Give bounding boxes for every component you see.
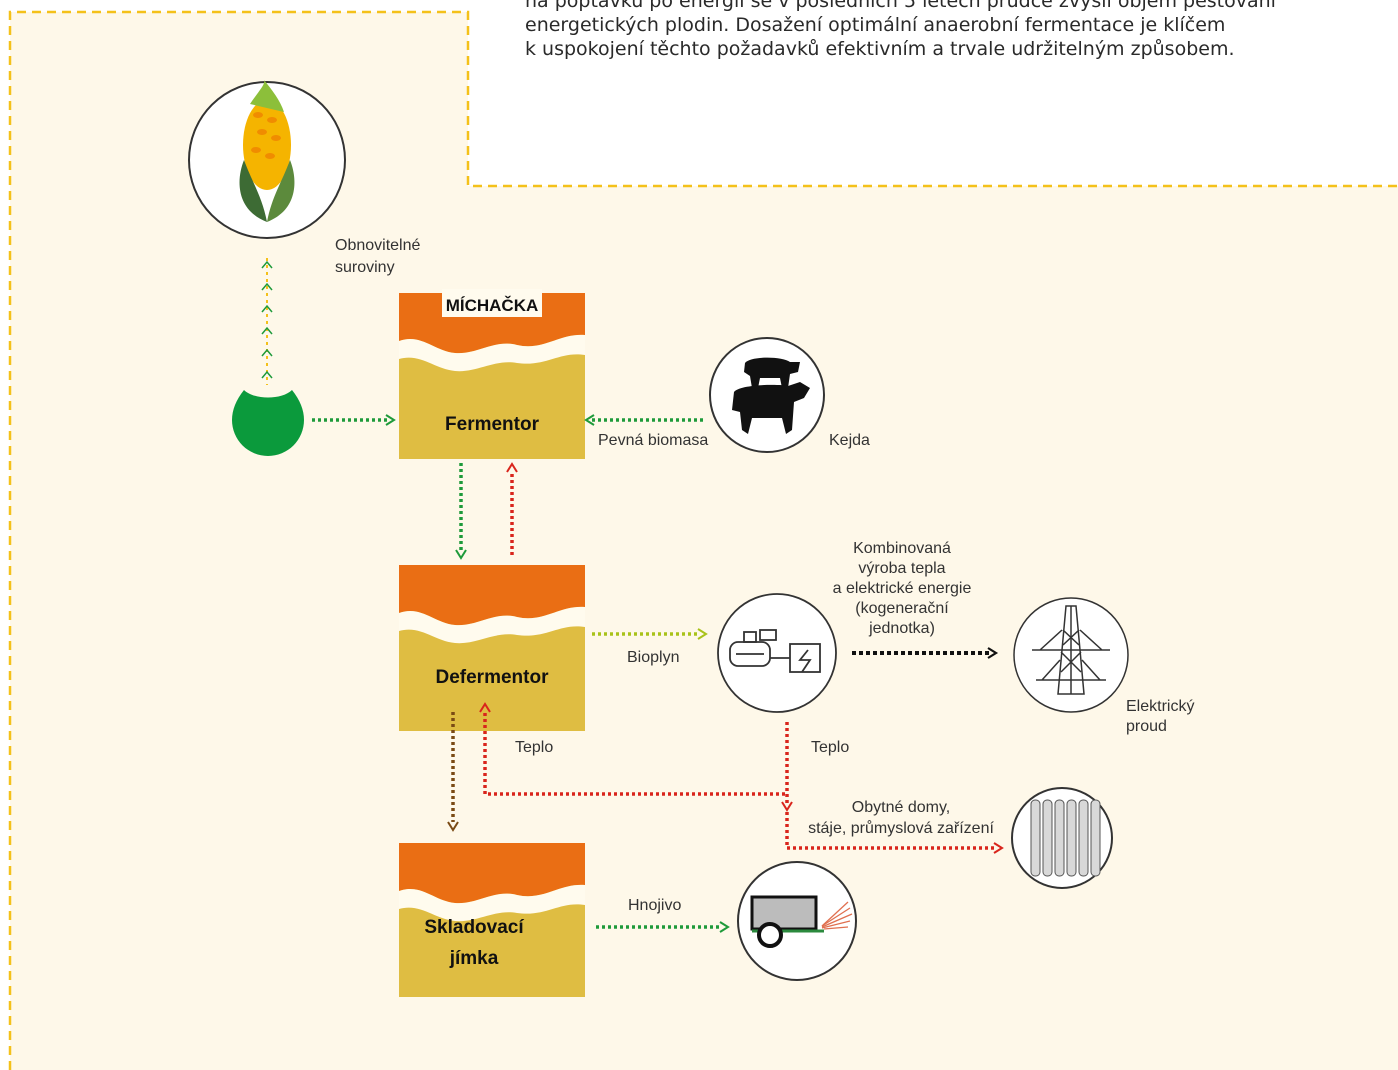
buildings-line-2: stáje, průmyslová zařízení <box>808 819 994 837</box>
fertilizer-label: Hnojivo <box>628 897 681 914</box>
fermentor-to-defermentor-arrow <box>455 463 467 560</box>
storage-tank: Skladovací jímka <box>399 843 585 997</box>
chp-line-5: jednotka) <box>868 620 935 637</box>
chp-heat-arrow <box>781 722 793 812</box>
electricity-label: Elektrický proud <box>1126 698 1194 735</box>
heat-right-label: Teplo <box>811 739 849 756</box>
solid-biomass-label: Pevná biomasa <box>598 432 708 449</box>
silo-to-fermentor-arrow <box>312 414 396 426</box>
renewable-label: Obnovitelné suroviny <box>335 237 420 276</box>
manure-spreader-icon <box>737 861 857 981</box>
chp-label: Kombinovaná výroba tepla a elektrické en… <box>833 540 972 637</box>
intro-line-2: energetických plodin. Dosažení optimální… <box>525 14 1226 36</box>
dashed-border <box>8 10 1398 1070</box>
biogas-label: Bioplyn <box>627 649 679 666</box>
chp-line-1: Kombinovaná <box>853 540 951 557</box>
defermentor-tank: Defermentor <box>399 565 585 731</box>
intro-line-3: k uspokojení těchto požadavků efektivním… <box>525 38 1235 60</box>
heat-left-label: Teplo <box>515 739 553 756</box>
buildings-heat-arrow <box>785 812 1004 854</box>
biogas-arrow <box>592 628 708 640</box>
corn-icon <box>188 80 346 239</box>
defermentor-to-storage-arrow <box>447 712 459 832</box>
power-pylon-icon <box>1013 597 1129 713</box>
fermentor-tank: MÍCHAČKA Fermentor <box>399 289 585 459</box>
renewable-line-1: Obnovitelné <box>335 237 420 254</box>
buildings-label: Obytné domy, stáje, průmyslová zařízení <box>808 799 994 837</box>
defermentor-label: Defermentor <box>436 667 550 688</box>
corn-to-silo-link <box>261 258 273 385</box>
buildings-line-1: Obytné domy, <box>852 799 950 816</box>
storage-line-1: Skladovací <box>424 917 524 938</box>
intro-text: na poptávku po energii se v posledních 5… <box>525 0 1398 61</box>
mixer-label: MÍCHAČKA <box>446 296 539 315</box>
slurry-to-fermentor-arrow <box>584 414 706 426</box>
electricity-line-2: proud <box>1126 718 1167 735</box>
fermentor-label: Fermentor <box>445 414 540 435</box>
chp-unit-icon <box>717 593 837 713</box>
pig-cow-icon <box>709 337 825 453</box>
chp-line-2: výroba tepla <box>858 560 945 577</box>
slurry-label: Kejda <box>829 432 870 449</box>
storage-line-2: jímka <box>449 948 499 969</box>
heat-return-arrow <box>479 702 785 796</box>
renewable-line-2: suroviny <box>335 259 395 276</box>
chp-line-3: a elektrické energie <box>833 580 972 597</box>
chp-line-4: (kogenerační <box>855 600 949 617</box>
intro-line-1: na poptávku po energii se v posledních 5… <box>525 0 1276 12</box>
fertilizer-arrow <box>596 921 730 933</box>
defermentor-to-fermentor-arrow <box>506 462 518 556</box>
radiator-icon <box>1011 787 1113 889</box>
electricity-line-1: Elektrický <box>1126 698 1194 715</box>
electricity-arrow <box>852 647 999 659</box>
silo-icon <box>232 390 304 456</box>
